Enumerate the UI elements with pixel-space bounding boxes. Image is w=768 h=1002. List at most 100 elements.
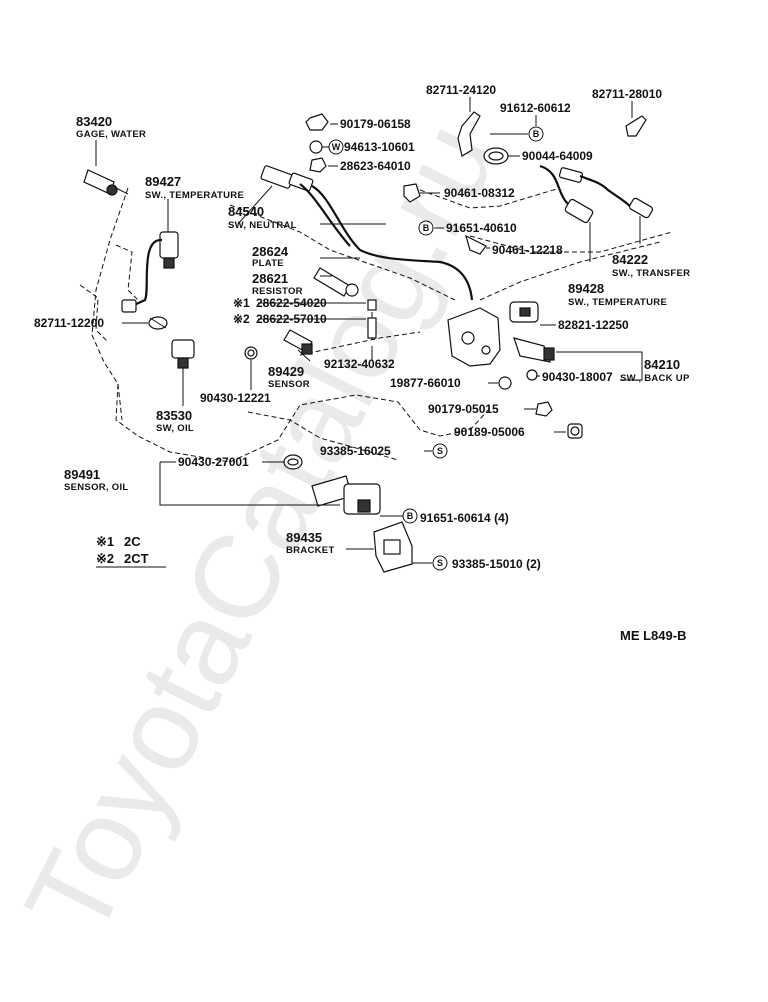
part-82711-24120-drawing: [457, 111, 481, 157]
part-90179-06158-drawing: [305, 113, 329, 131]
part-84210-drawing: [513, 337, 555, 363]
part-90430-18007-drawing: [526, 369, 538, 381]
label-90430-18007: 90430-18007: [542, 370, 613, 384]
svg-text:SW., TEMPERATURE: SW., TEMPERATURE: [145, 190, 244, 201]
label-82711-12200: 82711-12200: [34, 316, 104, 330]
diagram-code: ME L849-B: [620, 628, 686, 643]
svg-text:28621: 28621: [252, 271, 288, 286]
part-89435-drawing: [373, 521, 413, 573]
part-90461-08312-drawing: [403, 183, 421, 203]
part-90044-drawing: [483, 147, 509, 165]
svg-text:28622-57010: 28622-57010: [256, 312, 327, 326]
part-28621-drawing: [313, 267, 359, 297]
label-92132: 92132-40632: [324, 357, 395, 371]
label-90461-12218: 90461-12218: [492, 243, 563, 257]
label-90044: 90044-64009: [522, 149, 593, 163]
svg-text:SENSOR, OIL: SENSOR, OIL: [64, 482, 129, 493]
svg-text:83530: 83530: [156, 408, 192, 423]
label-90430-27001: 90430-27001: [178, 455, 249, 469]
badge-94613: W: [328, 139, 344, 155]
svg-text:89427: 89427: [145, 174, 181, 189]
svg-text:W: W: [332, 142, 341, 152]
label-83530: 83530 SW, OIL: [156, 408, 194, 434]
part-90179-05015-drawing: [535, 401, 553, 417]
part-84540-drawing: [260, 165, 474, 301]
svg-text:28624: 28624: [252, 244, 289, 259]
label-90179-06158: 90179-06158: [340, 117, 411, 131]
badge-93385-16025: S: [432, 443, 448, 459]
label-89428: 89428 SW., TEMPERATURE: [568, 281, 667, 308]
label-91651-40610: 91651-40610: [446, 221, 517, 235]
badge-91651-40610: B: [418, 220, 434, 236]
label-90430-12221: 90430-12221: [200, 391, 271, 405]
svg-text:SW., TRANSFER: SW., TRANSFER: [612, 268, 690, 279]
svg-text:S: S: [437, 446, 443, 456]
svg-text:※2: ※2: [233, 312, 250, 326]
svg-text:BRACKET: BRACKET: [286, 545, 335, 556]
legend-mark-2: ※2: [96, 551, 114, 566]
part-82711-28010-drawing: [625, 115, 647, 137]
badge-91612: B: [528, 126, 544, 142]
svg-text:PLATE: PLATE: [252, 258, 284, 269]
label-94613: 94613-10601: [344, 140, 415, 154]
label-90461-08312: 90461-08312: [444, 186, 515, 200]
part-90430-12221-drawing: [244, 346, 258, 360]
svg-text:84222: 84222: [612, 252, 648, 267]
label-28622-57010: ※2 28622-57010: [233, 312, 327, 326]
svg-text:GAGE, WATER: GAGE, WATER: [76, 129, 146, 140]
label-82711-28010: 82711-28010: [592, 87, 662, 101]
label-28623: 28623-64010: [340, 159, 411, 173]
svg-text:83420: 83420: [76, 114, 112, 129]
part-19877-drawing: [498, 376, 512, 390]
svg-text:SW, NEUTRAL: SW, NEUTRAL: [228, 220, 297, 231]
part-82821-drawing: [509, 301, 539, 323]
label-93385-16025: 93385-16025: [320, 444, 391, 458]
label-89429: 89429 SENSOR: [268, 364, 310, 390]
part-89428-drawing: [539, 164, 654, 224]
leader-lines: [95, 97, 643, 564]
label-90179-05015: 90179-05015: [428, 402, 499, 416]
part-28623-drawing: [309, 157, 327, 173]
svg-text:28622-54020: 28622-54020: [256, 296, 327, 310]
part-83420-drawing: [83, 169, 129, 196]
label-19877: 19877-66010: [390, 376, 461, 390]
svg-text:89491: 89491: [64, 467, 100, 482]
label-90189: 90189-05006: [454, 425, 525, 439]
label-91612: 91612-60612: [500, 101, 571, 115]
label-93385-15010: 93385-15010 (2): [452, 557, 541, 571]
svg-text:89429: 89429: [268, 364, 304, 379]
legend-text-1: 2C: [124, 534, 141, 549]
part-transfer-housing-drawing: [447, 307, 501, 367]
badge-91651-60614: B: [402, 508, 418, 524]
label-28621: 28621 RESISTOR: [252, 271, 302, 297]
badge-93385-15010: S: [432, 555, 448, 571]
part-89491-drawing: [311, 475, 381, 515]
svg-text:※1: ※1: [233, 296, 250, 310]
label-89435: 89435 BRACKET: [286, 530, 335, 556]
label-84210: 84210 SW., BACK UP: [620, 357, 690, 384]
svg-text:S: S: [437, 558, 443, 568]
label-28624: 28624 PLATE: [252, 244, 289, 269]
legend-mark-1: ※1: [96, 534, 114, 549]
part-94613-drawing: [309, 140, 323, 154]
label-82711-24120: 82711-24120: [426, 83, 496, 97]
svg-text:84540: 84540: [228, 204, 264, 219]
svg-text:B: B: [533, 129, 540, 139]
legend: ※1 2C ※2 2CT: [96, 534, 166, 568]
svg-text:SW., BACK UP: SW., BACK UP: [620, 373, 690, 384]
label-89491: 89491 SENSOR, OIL: [64, 467, 129, 493]
svg-text:89428: 89428: [568, 281, 604, 296]
label-84222: 84222 SW., TRANSFER: [612, 252, 690, 279]
part-83530-drawing: [171, 339, 195, 400]
label-91651-60614: 91651-60614 (4): [420, 511, 509, 525]
label-89427: 89427 SW., TEMPERATURE: [145, 174, 244, 201]
svg-text:SW., TEMPERATURE: SW., TEMPERATURE: [568, 297, 667, 308]
label-28622-54020: ※1 28622-54020: [233, 296, 327, 310]
svg-text:B: B: [407, 511, 414, 521]
legend-text-2: 2CT: [124, 551, 149, 566]
svg-text:84210: 84210: [644, 357, 680, 372]
engine-outline: [79, 187, 673, 463]
part-89429-drawing: [283, 329, 313, 355]
svg-text:SENSOR: SENSOR: [268, 379, 310, 390]
